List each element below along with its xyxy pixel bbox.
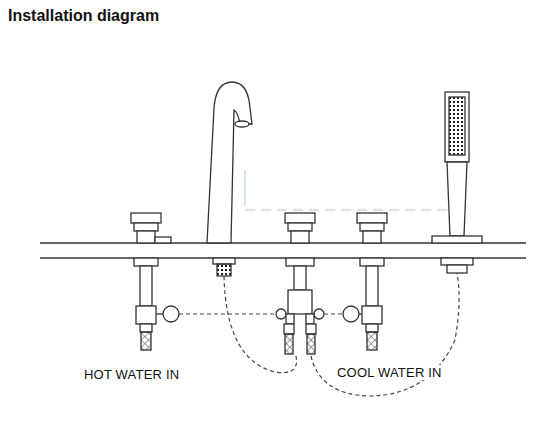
diagram-title: Installation diagram <box>8 7 159 25</box>
inlet-label: COOL WATER IN <box>335 365 444 380</box>
deck <box>40 243 526 258</box>
cold-valve <box>343 213 387 350</box>
hand-shower <box>432 92 482 273</box>
hose-path <box>179 273 459 396</box>
inlet-label: HOT WATER IN <box>82 367 181 382</box>
guide-line <box>245 170 246 205</box>
spout <box>207 82 252 276</box>
hot-valve <box>131 213 179 350</box>
guide-line <box>245 209 450 210</box>
diverter-valve <box>276 213 324 354</box>
